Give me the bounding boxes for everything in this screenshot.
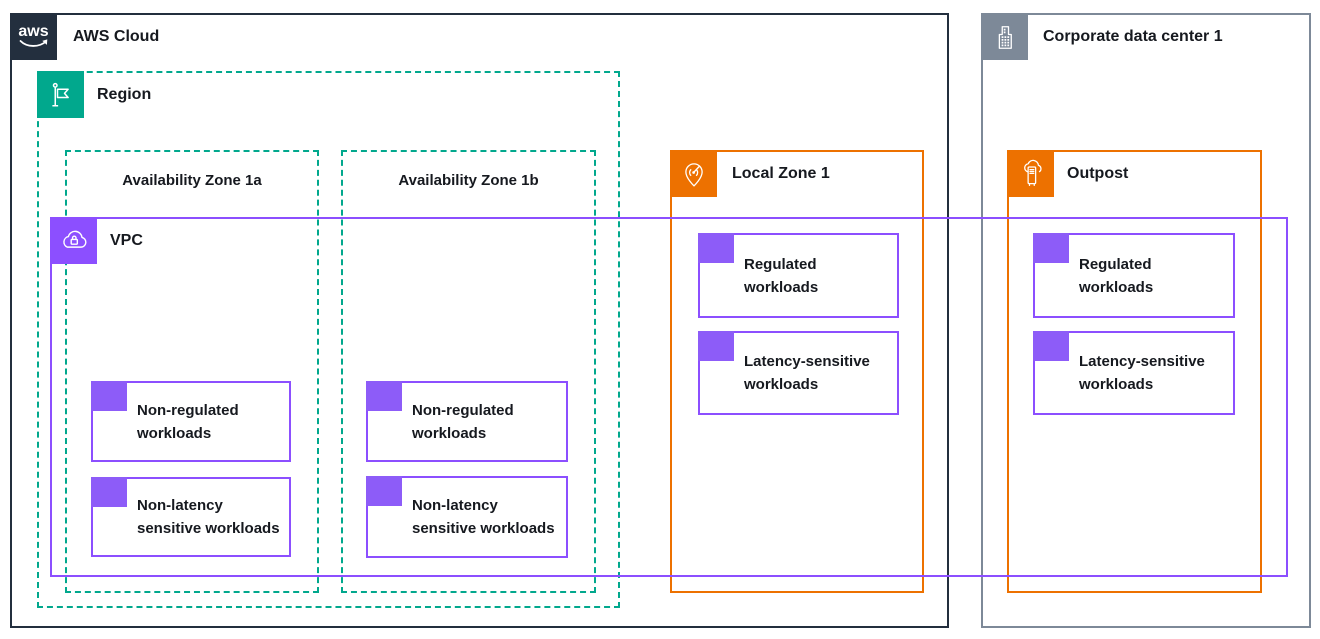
- region-container: [37, 71, 620, 608]
- workload-box-localzone-regulated: Regulated workloads: [698, 233, 899, 318]
- workload-square-icon: [366, 381, 402, 411]
- workload-label: Regulated workloads: [744, 255, 819, 296]
- workload-box-localzone-latency-sensitive: Latency-sensitive workloads: [698, 331, 899, 415]
- availability-zone-1a-label: Availability Zone 1a: [122, 172, 262, 189]
- workload-label: Regulated workloads: [1079, 255, 1154, 296]
- workload-box-az1b-non-latency: Non-latency sensitive workloads: [366, 476, 568, 558]
- vpc-container: [50, 217, 1288, 577]
- flag-icon: [37, 71, 84, 118]
- availability-zone-1b-container: [341, 150, 596, 593]
- workload-box-az1a-non-latency: Non-latency sensitive workloads: [91, 477, 291, 557]
- workload-box-outpost-latency-sensitive: Latency-sensitive workloads: [1033, 331, 1235, 415]
- workload-label: Non-latency sensitive workloads: [137, 497, 280, 537]
- aws-cloud-label: AWS Cloud: [73, 27, 160, 45]
- aws-cloud-container: [10, 13, 949, 628]
- workload-label: Non-latency sensitive workloads: [412, 497, 555, 537]
- workload-square-icon: [366, 476, 402, 506]
- workload-label: Non-regulated workloads: [412, 401, 514, 442]
- outpost-container: [1007, 150, 1262, 593]
- local-zone-container: [670, 150, 924, 593]
- corporate-data-center-container: [981, 13, 1311, 628]
- cloud-lock-icon: [50, 217, 97, 264]
- workload-square-icon: [91, 477, 127, 507]
- availability-zone-1a-container: [65, 150, 319, 593]
- outpost-label: Outpost: [1067, 164, 1129, 182]
- region-label: Region: [97, 85, 152, 103]
- workload-square-icon: [1033, 331, 1069, 361]
- vpc-label: VPC: [110, 231, 143, 249]
- workload-box-az1a-non-regulated: Non-regulated workloads: [91, 381, 291, 462]
- cloud-rack-icon: [1007, 150, 1054, 197]
- local-zone-label: Local Zone 1: [732, 164, 830, 182]
- workload-label: Latency-sensitive workloads: [744, 353, 870, 393]
- workload-label: Latency-sensitive workloads: [1079, 353, 1205, 393]
- svg-text:aws: aws: [18, 23, 48, 40]
- location-pin-signal-icon: [670, 150, 717, 197]
- workload-label: Non-regulated workloads: [137, 401, 239, 442]
- workload-square-icon: [1033, 233, 1069, 263]
- availability-zone-1b-label: Availability Zone 1b: [398, 172, 539, 189]
- workload-square-icon: [91, 381, 127, 411]
- workload-box-az1b-non-regulated: Non-regulated workloads: [366, 381, 568, 462]
- building-icon: [981, 13, 1028, 60]
- workload-square-icon: [698, 331, 734, 361]
- corporate-data-center-label: Corporate data center 1: [1043, 27, 1223, 45]
- aws-logo-icon: aws: [10, 13, 57, 60]
- workload-box-outpost-regulated: Regulated workloads: [1033, 233, 1235, 318]
- workload-square-icon: [698, 233, 734, 263]
